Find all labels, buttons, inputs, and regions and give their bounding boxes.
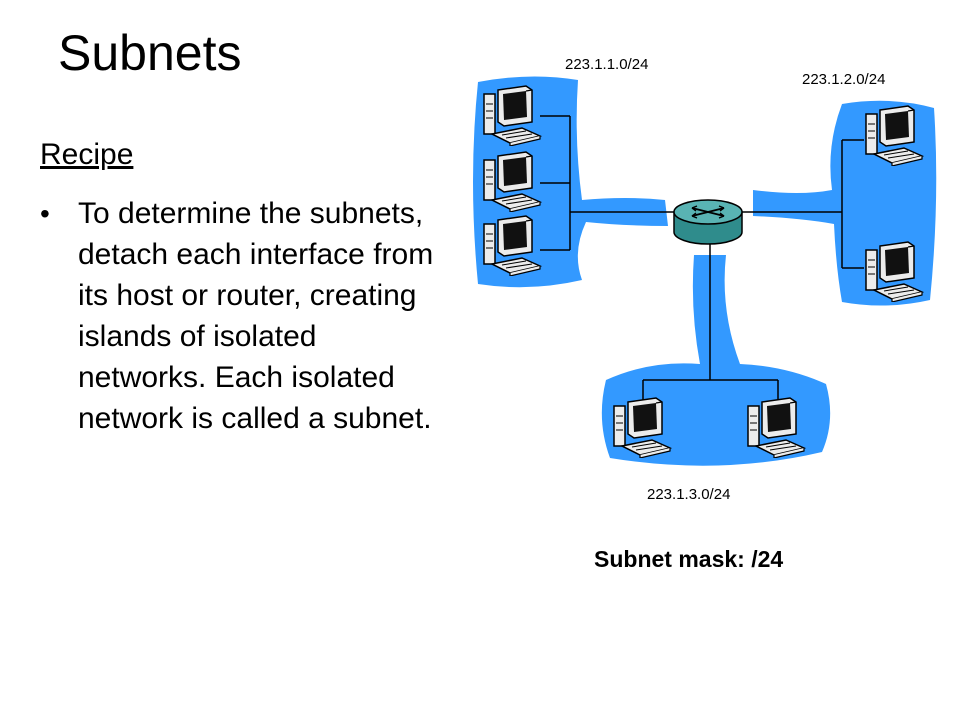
subnet-label-2: 223.1.2.0/24 — [802, 71, 886, 88]
subnet-mask-label: Subnet mask: /24 — [594, 546, 784, 572]
network-links — [540, 115, 864, 402]
bullet-text: To determine the subnets, detach each in… — [78, 197, 434, 435]
subnet-label-3: 223.1.3.0/24 — [647, 486, 731, 503]
bullet-dot-icon: • — [40, 198, 50, 229]
router-icon — [673, 199, 743, 245]
slide-title: Subnets — [58, 25, 242, 81]
bullet-item: • To determine the subnets, detach each … — [40, 193, 440, 439]
recipe-heading: Recipe — [40, 138, 134, 171]
subnet-label-1: 223.1.1.0/24 — [565, 56, 649, 73]
